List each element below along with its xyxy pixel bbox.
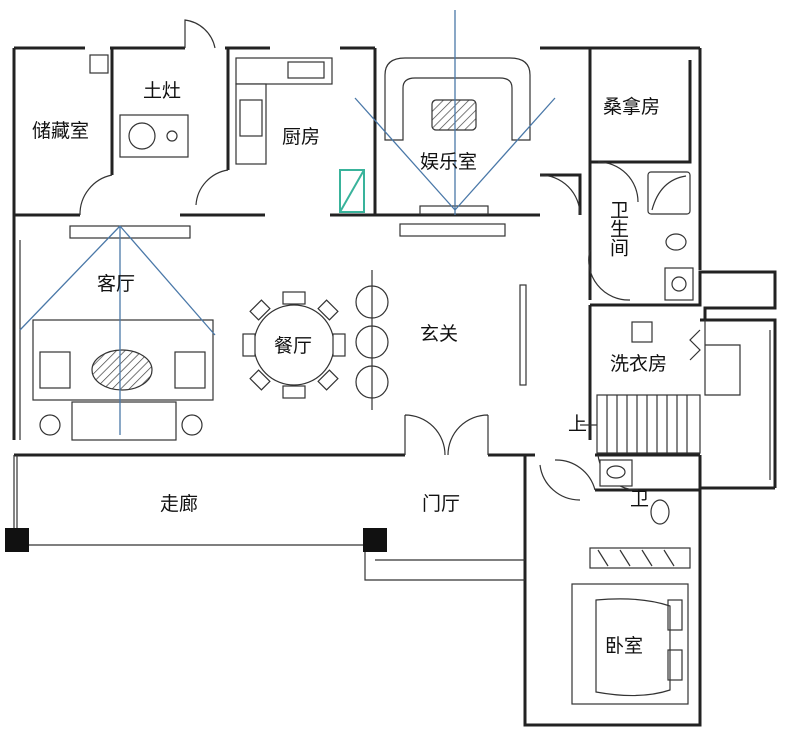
pillar-right [363,528,387,552]
toilet-small [650,499,670,525]
label-bathroom-main: 卫生间 [607,200,629,257]
label-entrance-hall: 门厅 [422,493,460,515]
dining-chairs [242,291,346,399]
washing-machine [631,321,653,343]
kitchen-sink [287,61,325,79]
label-storage: 储藏室 [32,120,89,142]
pillar-left [5,528,29,552]
label-stairs-up: 上 [568,413,587,435]
pillow-bottom [667,649,683,681]
ent-window [399,223,506,237]
walls [12,46,777,727]
coffee-table-living [91,349,153,391]
label-stove: 土灶 [143,80,181,102]
label-corridor: 走廊 [160,493,198,515]
stove-burner [128,122,156,150]
kitchen-window [339,169,365,213]
label-bathroom-small: 卫 [630,488,649,510]
sectional-sofa [384,57,531,141]
label-sauna: 桑拿房 [603,95,660,118]
label-foyer: 玄关 [420,323,458,345]
tv-stand [419,205,489,215]
doors [79,19,639,501]
wardrobe [589,547,691,569]
stove-burner-small [166,130,178,142]
sight-lines [19,10,556,435]
armchair-left [39,351,71,389]
label-bedroom: 卧室 [605,635,643,657]
coffee-table [431,99,477,131]
shower [647,171,691,215]
pendant-lights [355,270,389,410]
kitchen-window-diag [339,169,365,213]
pillow-top [667,599,683,631]
wardrobe-hangers [597,549,675,567]
label-entertainment: 娱乐室 [420,151,477,173]
living-window [69,225,191,239]
label-dining: 餐厅 [274,335,312,357]
label-living: 客厅 [97,273,135,295]
kitchen-cooktop [239,99,263,137]
main-sofa [71,401,177,441]
label-laundry: 洗衣房 [610,353,667,375]
staircase [580,394,701,454]
toilet-main [665,233,687,251]
lamp-left [39,414,61,436]
armchair-right [174,351,206,389]
small-box [89,54,109,74]
label-kitchen: 厨房 [282,126,320,148]
lamp-right [181,414,203,436]
